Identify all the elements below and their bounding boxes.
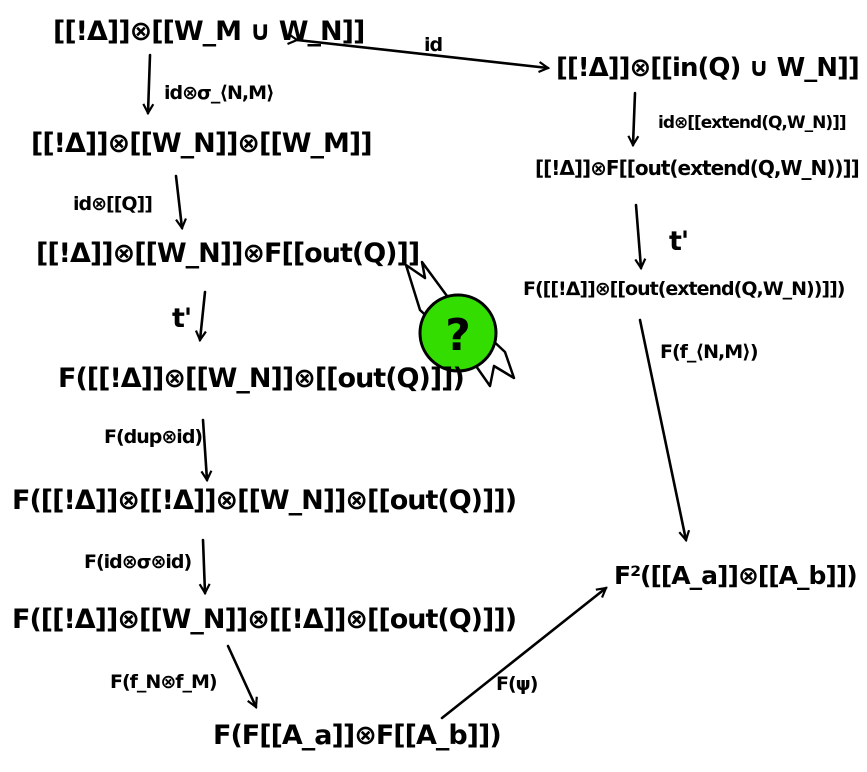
- left-node-7: F(F[[A_a]]⊗F[[A_b]]): [213, 720, 502, 751]
- arrow-left-3: [200, 290, 205, 340]
- left-edge-1-label: id⊗σ_⟨N,M⟩: [164, 82, 275, 104]
- top-edge-label: id: [424, 34, 443, 56]
- right-node-2: [[!Δ]]⊗F[[out(extend(Q,W_N))]]: [535, 156, 860, 180]
- right-node-3: F([[!Δ]]⊗[[out(extend(Q,W_N))]]): [523, 278, 845, 300]
- right-node-4: F²([[A_a]]⊗[[A_b]]): [614, 561, 858, 590]
- left-node-5: F([[!Δ]]⊗[[!Δ]]⊗[[W_N]]⊗[[out(Q)]]): [12, 485, 517, 516]
- arrow-left-4: [203, 418, 207, 480]
- left-edge-5-label: F(id⊗σ⊗id): [84, 551, 192, 573]
- arrow-right-3: [638, 318, 686, 540]
- left-node-1: [[!Δ]]⊗[[W_M ∪ W_N]]: [53, 16, 365, 47]
- right-edge-2-label: t': [669, 226, 689, 257]
- arrow-right-1: [633, 91, 635, 145]
- bottom-edge-label: F(ψ): [496, 673, 538, 695]
- left-node-4: F([[!Δ]]⊗[[W_N]]⊗[[out(Q)]]): [58, 363, 465, 394]
- arrow-left-5: [203, 538, 205, 593]
- right-node-1: [[!Δ]]⊗[[in(Q) ∪ W_N]]: [556, 53, 860, 83]
- left-edge-4-label: F(dup⊗id): [104, 426, 203, 448]
- arrow-bottom-psi: [440, 588, 606, 720]
- question-badge-icon: ?: [404, 260, 516, 388]
- arrow-left-6: [226, 644, 256, 707]
- arrow-top-id: [297, 40, 548, 68]
- left-node-6: F([[!Δ]]⊗[[W_N]]⊗[[!Δ]]⊗[[out(Q)]]): [12, 604, 517, 635]
- arrow-right-2: [636, 203, 641, 268]
- left-edge-6-label: F(f_N⊗f_M): [110, 671, 218, 693]
- left-node-3: [[!Δ]]⊗[[W_N]]⊗F[[out(Q)]]: [36, 238, 420, 269]
- arrow-left-1: [148, 53, 150, 113]
- arrow-left-2: [174, 174, 182, 228]
- svg-text:?: ?: [445, 310, 471, 361]
- right-edge-1-label: id⊗[[extend(Q,W_N)]]: [658, 113, 847, 133]
- left-node-2: [[!Δ]]⊗[[W_N]]⊗[[W_M]]: [31, 128, 373, 159]
- left-edge-3-label: t': [172, 303, 192, 334]
- left-edge-2-label: id⊗[[Q]]: [73, 193, 153, 215]
- right-edge-3-label: F(f_⟨N,M⟩): [660, 341, 759, 363]
